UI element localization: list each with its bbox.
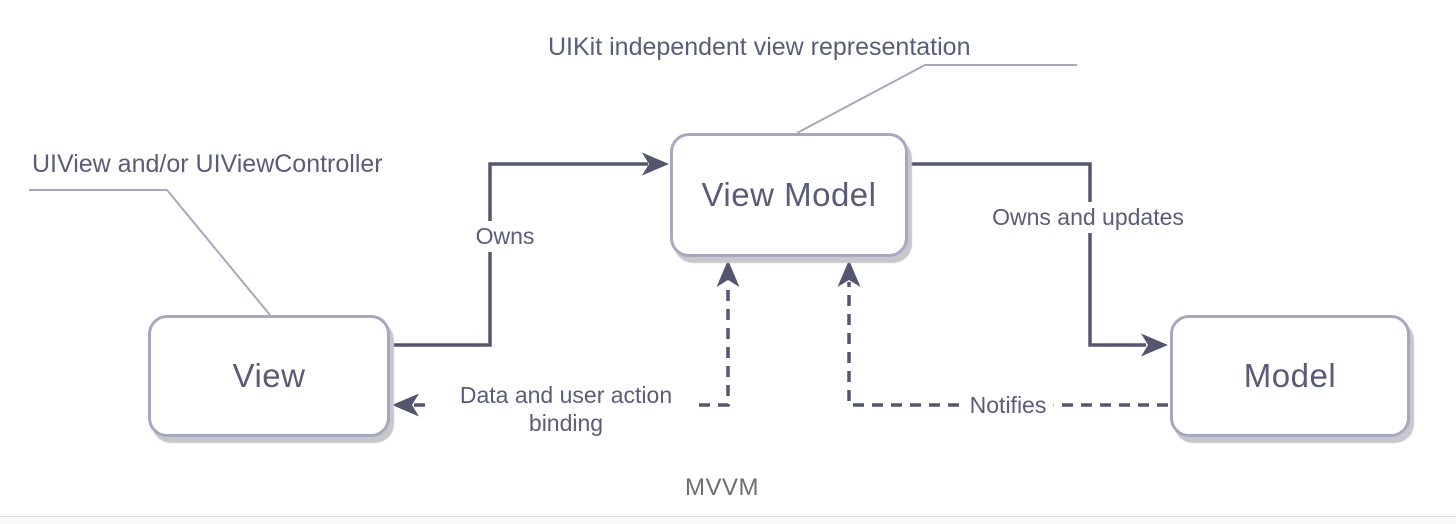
node-model: Model (1170, 315, 1410, 437)
node-view-model-label: View Model (701, 176, 877, 213)
node-view-label: View (232, 357, 306, 394)
owns-and-updates-arrowhead-icon (1141, 333, 1168, 357)
edge-owns-line (390, 162, 648, 347)
viewmodel-annotation-callout-line (796, 64, 1077, 134)
node-model-label: Model (1243, 357, 1337, 394)
view-model-annotation: UIKit independent view representation (548, 33, 971, 61)
notifies-arrowhead-icon (837, 260, 861, 287)
edge-notifies-line (847, 282, 1168, 407)
owns-arrowhead-icon (642, 152, 669, 176)
edge-owns-and-updates-line (908, 162, 1146, 347)
edge-label-binding: Data and user action binding (433, 379, 699, 439)
diagram-caption: MVVM (685, 474, 759, 501)
bottom-divider (0, 516, 1456, 524)
view-annotation: UIView and/or UIViewController (32, 150, 383, 178)
edge-label-owns: Owns (468, 221, 542, 252)
node-view-model: View Model (670, 133, 908, 257)
binding-up-arrowhead-icon (716, 260, 740, 287)
edge-label-owns-and-updates: Owns and updates (985, 202, 1191, 233)
edge-owns-and-updates (908, 162, 1168, 357)
node-view: View (148, 315, 390, 437)
binding-left-arrowhead-icon (392, 393, 419, 417)
view-annotation-callout-line (29, 189, 271, 316)
edge-owns (390, 152, 669, 347)
edge-label-notifies: Notifies (962, 390, 1054, 421)
edge-notifies (837, 260, 1168, 407)
